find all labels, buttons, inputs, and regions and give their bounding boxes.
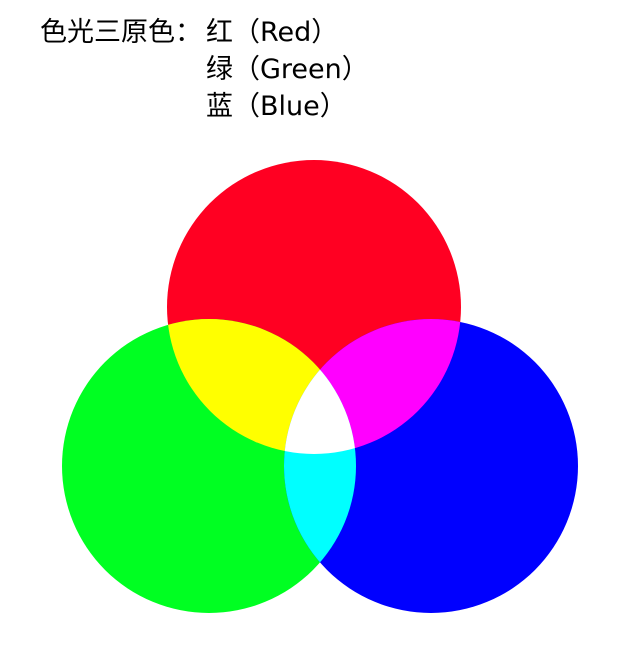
yellow-overlap: [167, 319, 356, 454]
caption-label: 色光三原色：: [40, 17, 202, 48]
primary-color-red-label: 红（Red）: [206, 17, 339, 48]
primary-color-list: 红（Red） 绿（Green） 蓝（Blue）: [206, 14, 369, 125]
primary-color-blue-label: 蓝（Blue）: [206, 91, 347, 122]
magenta-overlap: [284, 319, 461, 454]
primary-color-green-label: 绿（Green）: [206, 54, 369, 85]
